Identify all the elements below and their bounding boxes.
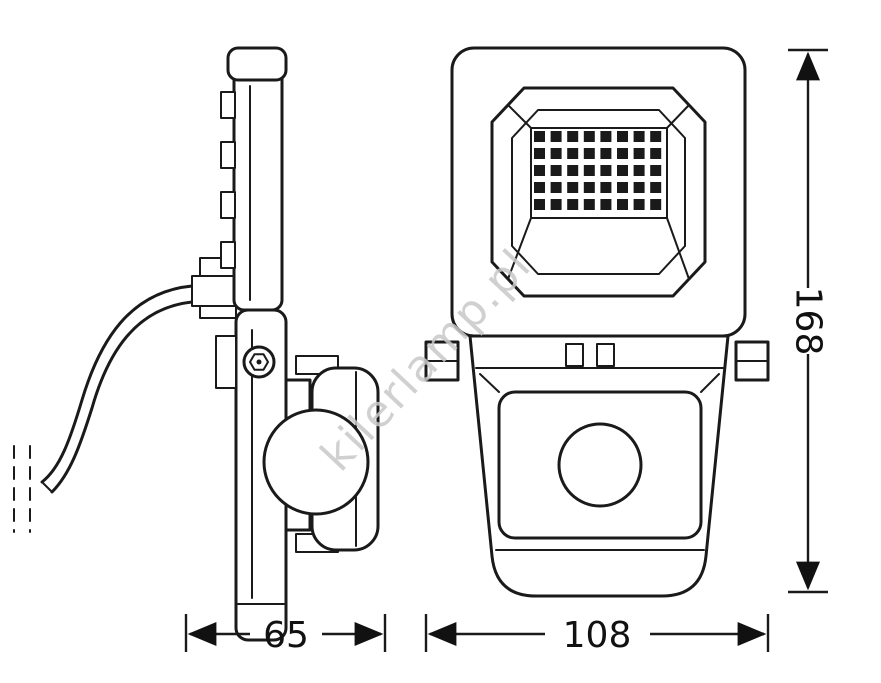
led-chip — [633, 131, 645, 142]
led-chip — [617, 199, 628, 210]
led-chip — [600, 148, 612, 159]
led-chip — [550, 199, 562, 210]
led-chip — [550, 131, 562, 142]
led-chip — [583, 148, 595, 159]
cable-end — [41, 481, 53, 493]
led-chip — [583, 182, 595, 193]
bevel-corner-line — [507, 217, 532, 280]
dimension-108: 108 — [424, 614, 770, 656]
heatsink-fin — [220, 91, 236, 119]
led-chip — [650, 165, 662, 176]
led-chip — [583, 199, 595, 210]
led-chip — [567, 199, 579, 210]
side-view — [13, 46, 380, 642]
dimension-168: 168 — [788, 48, 829, 594]
led-chip — [633, 182, 645, 193]
led-chip — [617, 182, 628, 193]
led-chip — [650, 182, 662, 193]
led-chip — [617, 148, 628, 159]
led-chip — [534, 199, 545, 210]
led-chip — [617, 131, 628, 142]
led-chip — [600, 182, 612, 193]
power-cable — [50, 300, 194, 494]
led-chip — [567, 148, 579, 159]
led-chip — [650, 131, 662, 142]
led-chip — [567, 165, 579, 176]
led-chip — [583, 165, 595, 176]
bevel-corner-line — [666, 217, 690, 280]
led-chip — [633, 165, 645, 176]
sensor-screw-boss — [596, 343, 615, 367]
bracket-knuckle — [215, 335, 237, 389]
led-chip — [617, 165, 628, 176]
sensor-dome-side — [262, 408, 370, 516]
led-chip — [600, 131, 612, 142]
led-chip — [567, 182, 579, 193]
dim-65-label: 65 — [263, 615, 309, 656]
dim-108-label: 108 — [563, 615, 632, 656]
pivot-center-dot — [256, 359, 262, 365]
pir-sensor-circle — [557, 422, 643, 508]
led-chip — [534, 148, 545, 159]
led-grid — [534, 131, 662, 210]
dimension-65: 65 — [184, 614, 387, 656]
led-chip — [550, 182, 562, 193]
led-chip — [534, 165, 545, 176]
dim-168-label: 168 — [788, 287, 829, 356]
sensor-corner-line — [479, 373, 500, 393]
front-view — [424, 46, 770, 598]
sensor-face-panel — [497, 390, 703, 540]
heatsink-fin — [220, 141, 236, 169]
bevel-corner-line — [666, 104, 690, 129]
led-chip — [600, 199, 612, 210]
lamp-head-front — [450, 46, 747, 338]
bevel-frame-inner — [511, 109, 686, 275]
bevel-frame-outer — [490, 86, 707, 298]
led-chip — [633, 148, 645, 159]
sensor-corner-line — [700, 373, 720, 393]
led-chip — [650, 148, 662, 159]
led-chip — [550, 165, 562, 176]
pivot-hex-nut — [249, 353, 269, 371]
power-cable — [40, 284, 194, 484]
led-chip — [633, 199, 645, 210]
sensor-screw-boss — [565, 343, 584, 367]
led-chip — [583, 131, 595, 142]
cable-gland — [199, 305, 237, 319]
led-chip — [567, 131, 579, 142]
heatsink-fin — [220, 191, 236, 219]
lamp-top-cap — [226, 46, 288, 82]
bevel-corner-line — [507, 104, 532, 129]
led-chip — [534, 131, 545, 142]
led-chip — [600, 165, 612, 176]
led-panel-border — [530, 127, 668, 219]
heatsink-fin — [220, 241, 236, 269]
led-chip — [650, 199, 662, 210]
led-chip — [534, 182, 545, 193]
led-chip — [550, 148, 562, 159]
lamp-head-side — [232, 46, 284, 312]
